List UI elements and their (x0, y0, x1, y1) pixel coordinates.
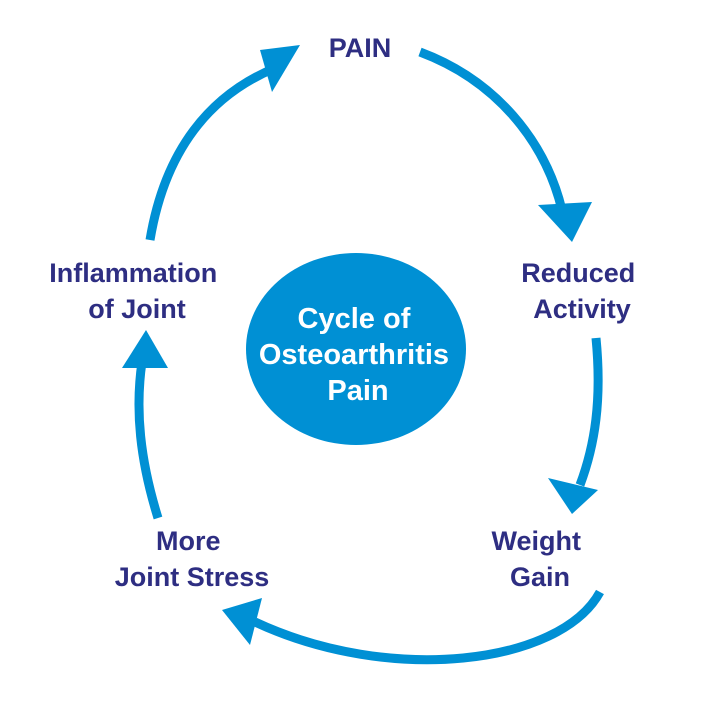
arrow-joint-stress-to-inflammation (134, 361, 163, 520)
stage-reduced-activity: Reduced Activity (521, 258, 643, 324)
cycle-arrows (122, 45, 604, 665)
center-label: Cycle of Osteoarthritis Pain (259, 303, 457, 407)
arrowhead-reduced-activity (538, 202, 592, 242)
stage-more-joint-stress: More Joint Stress (115, 526, 270, 592)
arrowhead-weight-gain (548, 478, 598, 514)
stage-inflammation-of-joint: Inflammation of Joint (49, 258, 225, 324)
arrow-weight-gain-to-joint-stress (253, 589, 604, 665)
arrowhead-inflammation (122, 330, 168, 368)
arrow-inflammation-to-pain (145, 63, 277, 241)
arrow-pain-to-reduced-activity (418, 47, 567, 212)
stage-weight-gain: Weight Gain (491, 526, 588, 592)
stage-pain: PAIN (329, 33, 392, 63)
arrowhead-pain (260, 45, 300, 92)
arrow-reduced-activity-to-weight-gain (575, 337, 603, 487)
arrowhead-joint-stress (222, 598, 262, 645)
center-circle (246, 253, 466, 445)
